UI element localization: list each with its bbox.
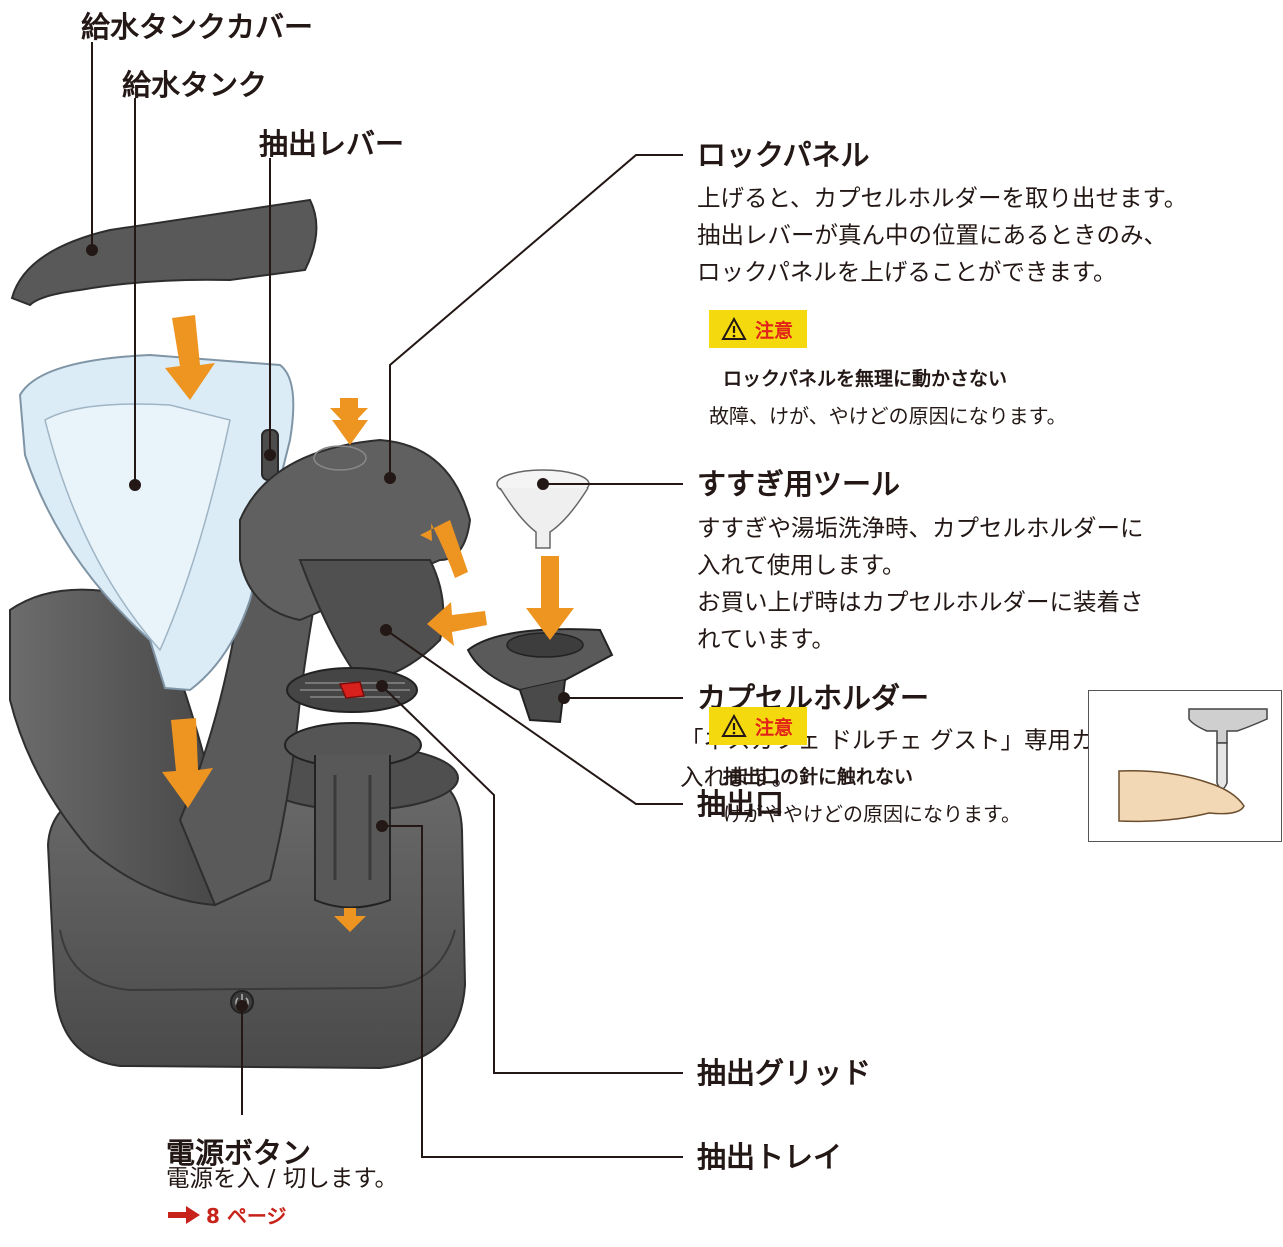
- caution-text: 故障、けが、やけどの原因になります。: [709, 404, 1067, 428]
- label-tray: 抽出トレイ: [697, 1140, 843, 1174]
- label-water-tank-cover: 給水タンクカバー: [81, 10, 314, 44]
- caution-badge-label: 注意: [755, 716, 794, 739]
- desc-power-button: 電源を入 / 切します。: [166, 1164, 399, 1192]
- caution-badge-label: 注意: [755, 319, 794, 342]
- label-grid: 抽出グリッド: [697, 1056, 872, 1090]
- label-lock-panel: ロックパネル: [697, 138, 870, 172]
- water-tank-graphic: [18, 353, 295, 692]
- drip-tray-graphic: [284, 722, 422, 909]
- warning-icon: [721, 714, 747, 737]
- caution-title: ロックパネルを無理に動かさない: [723, 368, 1008, 390]
- orange-arrows: [162, 315, 574, 932]
- lock-panel-graphic[interactable]: [239, 438, 472, 682]
- caution-title: 抽出口の針に触れない: [723, 766, 914, 788]
- label-outlet: 抽出口: [697, 787, 785, 821]
- warning-icon: [721, 317, 747, 340]
- drip-grid-graphic: [286, 667, 418, 713]
- arrow-right-icon: [168, 1205, 200, 1224]
- desc-rinse-tool: すすぎや湯垢洗浄時、カプセルホルダーに 入れて使用します。 お買い上げ時はカプセ…: [697, 514, 1144, 653]
- needle-warning-illustration: [1088, 690, 1282, 842]
- label-water-tank: 給水タンク: [122, 68, 268, 102]
- label-rinse-tool: すすぎ用ツール: [697, 467, 901, 501]
- caution-text: けがややけどの原因になります。: [723, 802, 1021, 826]
- leader-lines: [86, 42, 683, 1158]
- page-reference-link[interactable]: 8 ページ: [166, 1200, 286, 1229]
- page-reference-text: 8 ページ: [206, 1204, 287, 1228]
- label-power-button: 電源ボタン: [166, 1136, 312, 1170]
- caution-badge: 注意: [709, 707, 808, 745]
- capsule-holder-graphic: [466, 628, 614, 724]
- water-tank-cover-graphic: [10, 198, 318, 307]
- desc-lock-panel: 上げると、カプセルホルダーを取り出せます。 抽出レバーが真ん中の位置にあるときの…: [697, 184, 1188, 286]
- caution-badge: 注意: [709, 310, 808, 348]
- label-lever: 抽出レバー: [259, 127, 405, 161]
